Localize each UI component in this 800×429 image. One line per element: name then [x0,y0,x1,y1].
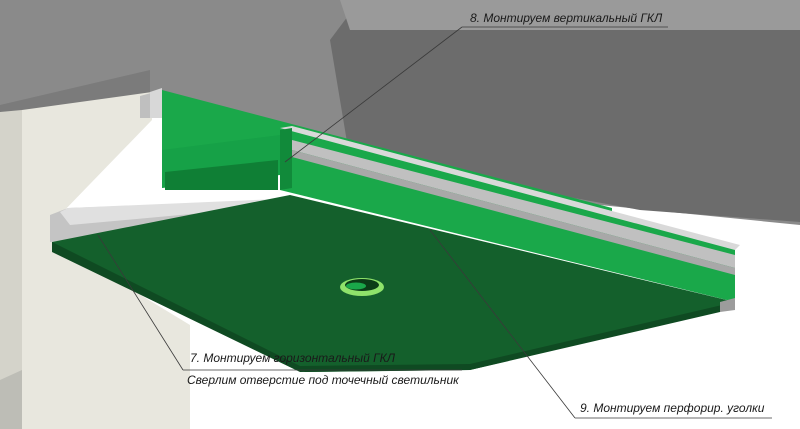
leader-step8 [284,26,463,163]
horizontal-gkl-right-edge [720,298,735,312]
leader-lines [97,26,772,419]
label-step8: 8. Монтируем вертикальный ГКЛ [470,11,663,25]
label-step7: 7. Монтируем горизонтальный ГКЛ [190,351,396,365]
leader-step7 [97,234,184,371]
spotlight-hole-highlight [346,282,366,290]
front-profile-band-shade [292,150,735,275]
left-wall-edge [0,110,22,429]
left-wall [22,92,190,429]
vertical-gkl-inner-shadow [165,160,278,190]
top-back-profile-face [150,88,162,118]
floor-corner [0,370,22,429]
vertical-gkl-front-top [280,126,740,250]
left-horizontal-profile-top [60,198,300,225]
label-step9: 9. Монтируем перфорир. уголки [580,401,765,415]
ceiling-plane [0,0,800,222]
leader-step9 [429,229,576,419]
front-profile-band [292,140,735,268]
ceiling-upper-band [340,0,800,30]
label-step7-sub: Сверлим отверстие под точечный светильни… [187,373,460,387]
vertical-gkl-end [280,128,292,190]
